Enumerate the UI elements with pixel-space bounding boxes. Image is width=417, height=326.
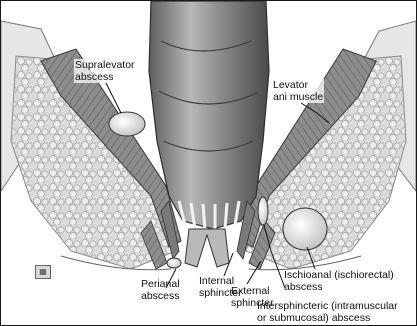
label-supralevator-abscess: Supralevator abscess <box>74 59 136 83</box>
label-perianal-abscess: Perianal abscess <box>141 278 180 302</box>
artist-monogram-icon: ▦ <box>35 265 51 279</box>
anal-canal <box>185 229 229 267</box>
label-levator-ani-muscle: Levator ani muscle <box>272 79 324 103</box>
label-ischioanal-abscess: Ischioanal (ischiorectal) abscess <box>284 269 394 293</box>
label-intersphincteric-abscess: Intersphincteric (intramuscular or submu… <box>257 300 398 324</box>
supralevator-abscess <box>109 112 145 136</box>
intersphincteric-abscess <box>258 197 268 225</box>
perianal-abscess <box>167 258 181 268</box>
ischioanal-abscess <box>283 208 327 250</box>
